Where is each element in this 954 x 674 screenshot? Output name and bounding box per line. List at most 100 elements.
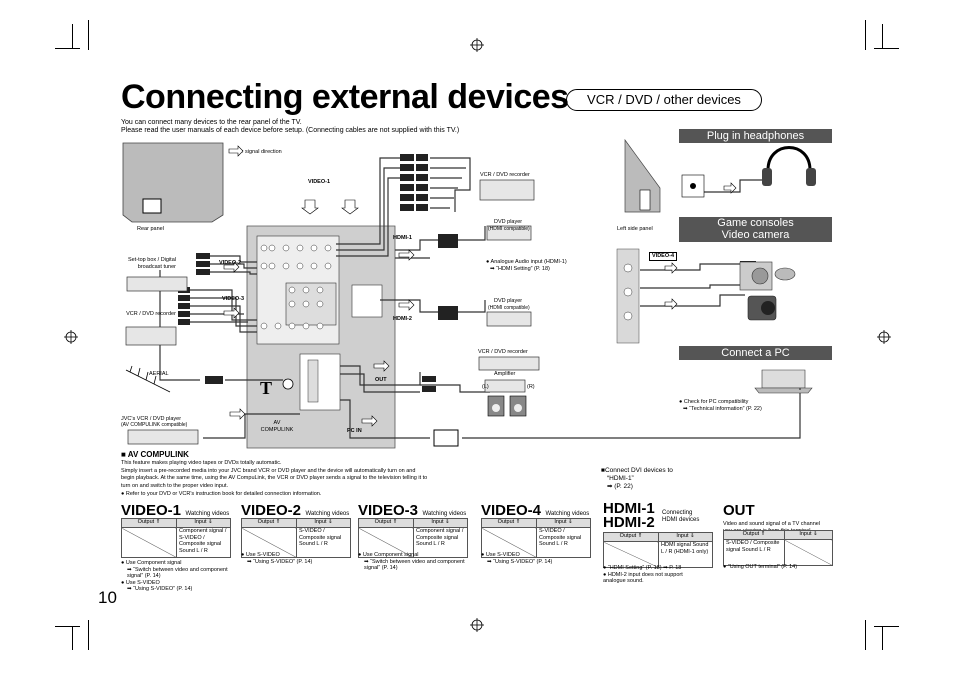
out-desc-line: Video and sound signal of a TV channel	[723, 521, 821, 527]
note: ● HDMI-2 input does not support analogue…	[603, 571, 683, 585]
video2-watch-label: Watching videos	[305, 511, 350, 517]
note-text: HDMI-2 input does not support analogue s…	[603, 571, 683, 585]
video1-section: VIDEO-1 Watching videos Output ⇑Input ⇓ …	[121, 502, 233, 594]
dvi-note-text: Connect DVI devices to	[604, 467, 673, 474]
hdmi-watch-label: Connecting HDMI devices	[662, 510, 699, 523]
av-compulink-line: turn on and switch to the proper video i…	[121, 482, 229, 489]
dvi-note-line3: ➡ (P. 22)	[607, 483, 633, 490]
input-header-text: Input	[194, 519, 207, 525]
input-header-text: Input	[431, 519, 444, 525]
amp-r-label: (R)	[527, 384, 535, 390]
video3-label: VIDEO-3	[222, 296, 245, 302]
input-cell: Component signal / S-VIDEO / Composite s…	[176, 527, 231, 558]
output-cell	[121, 527, 177, 558]
hdmi-title-line: HDMI-2	[603, 514, 655, 531]
note: ➡ “Using S-VIDEO” (P. 14)	[487, 558, 553, 565]
video4-section-title: VIDEO-4	[481, 502, 542, 519]
note: ➡ “Using S-VIDEO” (P. 14)	[127, 586, 193, 592]
dvi-note-line1: ■Connect DVI devices to	[601, 467, 673, 474]
registration-mark-icon	[470, 618, 484, 632]
video2-section: VIDEO-2 Watching videos Output ⇑Input ⇓ …	[241, 502, 353, 582]
input-header: Input ⇓	[176, 518, 231, 528]
av-compulink-line: begin playback. At the same time, using …	[121, 475, 428, 481]
intro-line: You can connect many devices to the rear…	[121, 119, 302, 126]
signal-direction-label: : signal direction	[242, 149, 282, 155]
pc-note-text: Check for PC compatibility	[683, 399, 749, 405]
output-header: Output ⇑	[603, 532, 659, 542]
analogue-ref-text: “HDMI Setting” (P. 18)	[496, 266, 550, 272]
crop-mark	[865, 20, 866, 50]
pc-header: Connect a PC	[679, 346, 832, 360]
hdmi-watch-line: HDMI devices	[662, 516, 700, 523]
game-header-line: Game consoles	[717, 217, 794, 229]
dvi-note: ■Connect DVI devices to “HDMI-1” ➡ (P. 2…	[601, 467, 673, 491]
output-header: Output ⇑	[358, 518, 414, 528]
video2-notes: ● Use S-VIDEO ➡ “Using S-VIDEO” (P. 14)	[241, 552, 312, 565]
dvi-note-line2: “HDMI-1”	[607, 475, 634, 482]
amp-l-label: (L)	[482, 384, 489, 390]
input-header: Input ⇓	[658, 532, 713, 542]
av-compulink-line: This feature makes playing video tapes o…	[121, 460, 282, 466]
video1-section-title: VIDEO-1	[121, 502, 182, 519]
analogue-ref: ➡ “HDMI Setting” (P. 18)	[490, 266, 550, 272]
hdmi-compatible2-label: (HDMI compatible)	[488, 305, 530, 311]
video4-io-table: Output ⇑Input ⇓ S-VIDEO / Composite sign…	[481, 518, 591, 558]
note-text: “Using S-VIDEO” (P. 14)	[493, 558, 553, 565]
video4-notes: ● Use S-VIDEO ➡ “Using S-VIDEO” (P. 14)	[481, 552, 552, 565]
note: ● “HDMI Setting” (P. 18) ➡ P. 18	[603, 565, 682, 571]
video4-label: VIDEO-4	[649, 252, 678, 261]
video1-watch-label: Watching videos	[185, 511, 230, 517]
output-header-text: Output	[374, 519, 392, 525]
note: ● Use S-VIDEO	[481, 552, 520, 558]
output-cell	[241, 527, 297, 558]
video2-io-table: Output ⇑Input ⇓ S-VIDEO / Composite sign…	[241, 518, 351, 558]
out-section: OUT Video and sound signal of a TV chann…	[723, 502, 835, 582]
av-compulink-label: AV COMPULINK	[260, 420, 294, 434]
note-text: Use Component signal	[125, 560, 182, 566]
vcr-recorder-top-label: VCR / DVD recorder	[480, 172, 530, 178]
pc-ref: ➡ “Technical information” (P. 22)	[683, 406, 762, 412]
crop-mark	[874, 48, 899, 49]
av-compulink-refer: ● Refer to your DVD or VCR's instruction…	[121, 491, 322, 497]
out-notes: ● “Using OUT terminal” (P. 14)	[723, 564, 797, 571]
game-header: Game consoles Video camera	[679, 217, 832, 242]
hdmi-io-table: Output ⇑Input ⇓ HDMI signal Sound L / R …	[603, 532, 713, 568]
input-header-text: Input	[799, 531, 812, 537]
note: ➡ “Switch between video and component si…	[364, 558, 465, 572]
dvd-player2-label: DVD player	[494, 298, 523, 304]
out-section-title: OUT	[723, 502, 755, 519]
left-side-panel-label: Left side panel	[617, 226, 653, 232]
output-header: Output ⇑	[723, 530, 785, 540]
crop-mark	[55, 626, 80, 627]
output-cell	[481, 527, 537, 558]
hdmi-watch-line: Connecting	[662, 510, 693, 516]
av-compulink-heading: ■ AV COMPULINK	[121, 450, 189, 459]
video3-watch-label: Watching videos	[422, 511, 467, 517]
output-header: Output ⇑	[121, 518, 177, 528]
amplifier-label: Amplifier	[494, 371, 516, 377]
input-header: Input ⇓	[296, 518, 351, 528]
video1-io-table: Output ⇑Input ⇓ Component signal / S-VID…	[121, 518, 231, 558]
out-io-table: Output ⇑Input ⇓ S-VIDEO / Composite sign…	[723, 530, 833, 566]
input-cell: S-VIDEO / Composite signal Sound L / R	[536, 527, 591, 558]
crop-mark	[874, 626, 899, 627]
output-header-text: Output	[137, 519, 155, 525]
av-compulink-heading-text: AV COMPULINK	[127, 450, 189, 459]
aerial-label: AERIAL	[149, 371, 169, 377]
av-compulink-body: This feature makes playing video tapes o…	[121, 460, 427, 499]
svg-text:T: T	[260, 378, 272, 398]
note-text: Use S-VIDEO	[245, 552, 280, 558]
note: ➡ “Using S-VIDEO” (P. 14)	[247, 558, 313, 565]
pc-in-label: PC IN	[347, 428, 362, 434]
crop-mark	[72, 626, 73, 650]
av-compulink-line: Simply insert a pre-recorded media into …	[121, 467, 416, 474]
hdmi1-label: HDMI-1	[393, 235, 412, 241]
crop-mark	[72, 24, 73, 48]
output-cell: S-VIDEO / Composite signal Sound L / R	[723, 539, 785, 566]
intro-text: You can connect many devices to the rear…	[121, 119, 459, 135]
input-cell: S-VIDEO / Composite signal Sound L / R	[296, 527, 351, 558]
analogue-note: ● Analogue Audio input (HDMI-1)	[486, 259, 567, 265]
hdmi-section: HDMI-1 HDMI-2 Connecting HDMI devices Ou…	[603, 501, 715, 592]
note-text: Use Component signal	[362, 552, 419, 558]
